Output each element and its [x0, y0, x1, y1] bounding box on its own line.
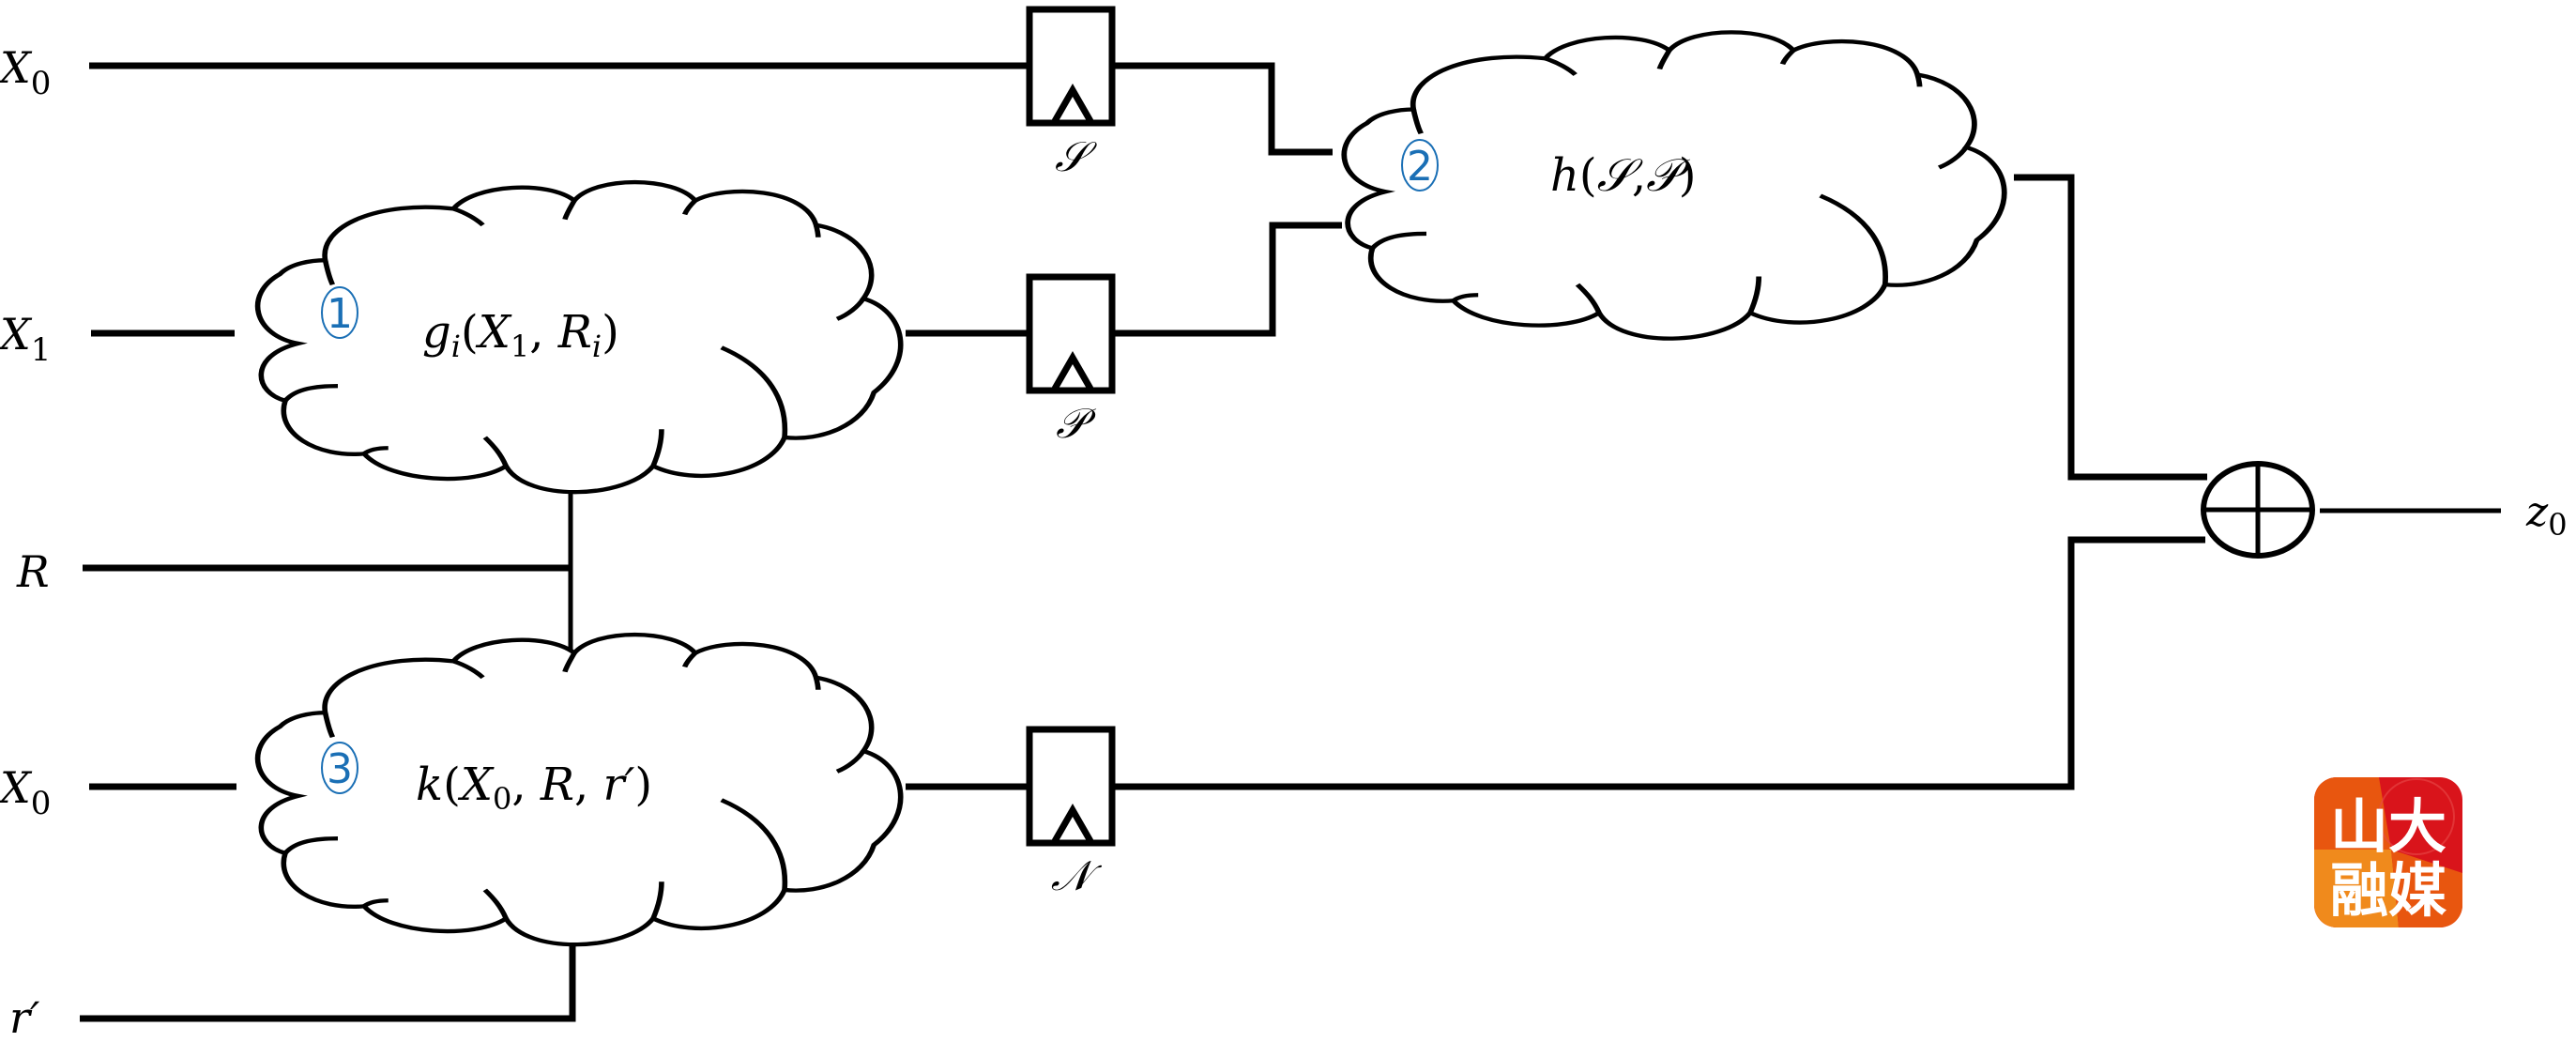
- watermark-logo: 山大 融媒: [2314, 777, 2462, 927]
- register-label-p: 𝒫: [1056, 400, 1096, 448]
- wire-reg-s-to-h: [1113, 62, 1333, 156]
- input-label-x0-top: X0: [0, 42, 51, 102]
- block-label-g: gi(X1, Ri): [422, 306, 619, 364]
- clock-triangle-icon: [1051, 803, 1094, 843]
- register-label-n: 𝒩: [1051, 852, 1103, 900]
- step-number: 2: [1407, 143, 1433, 191]
- step-marker-2: 2: [1401, 139, 1439, 192]
- wire-rprime-to-k: [80, 925, 576, 1022]
- clock-triangle-icon: [1051, 83, 1094, 123]
- block-label-h: h(𝒮,𝒫): [1550, 149, 1696, 202]
- register-label-s: 𝒮: [1055, 133, 1097, 181]
- output-label-z0: z0: [2525, 488, 2568, 543]
- step-number: 3: [327, 745, 353, 793]
- block-label-k: k(X0, R, r′): [416, 759, 652, 817]
- wire-h-to-xor: [2014, 174, 2207, 481]
- logo-text-line1: 山大: [2330, 792, 2446, 861]
- wires: [80, 62, 2501, 1022]
- wire-reg-n-to-xor: [1113, 536, 2205, 790]
- register-n: [1026, 726, 1116, 847]
- step-marker-3: 3: [321, 742, 358, 794]
- wire-reg-p-to-h: [1113, 222, 1342, 337]
- input-label-r-prime: r′: [9, 992, 40, 1042]
- register-s: [1026, 6, 1116, 127]
- clock-triangle-icon: [1051, 350, 1094, 391]
- step-marker-1: 1: [321, 286, 358, 339]
- xor-icon: [2201, 461, 2315, 559]
- input-label-x1: X1: [0, 309, 51, 369]
- step-number: 1: [327, 290, 353, 338]
- input-label-x0-bottom: X0: [0, 762, 51, 822]
- input-label-r: R: [16, 546, 50, 597]
- logo-text-line2: 融媒: [2330, 856, 2447, 925]
- register-p: [1026, 273, 1116, 394]
